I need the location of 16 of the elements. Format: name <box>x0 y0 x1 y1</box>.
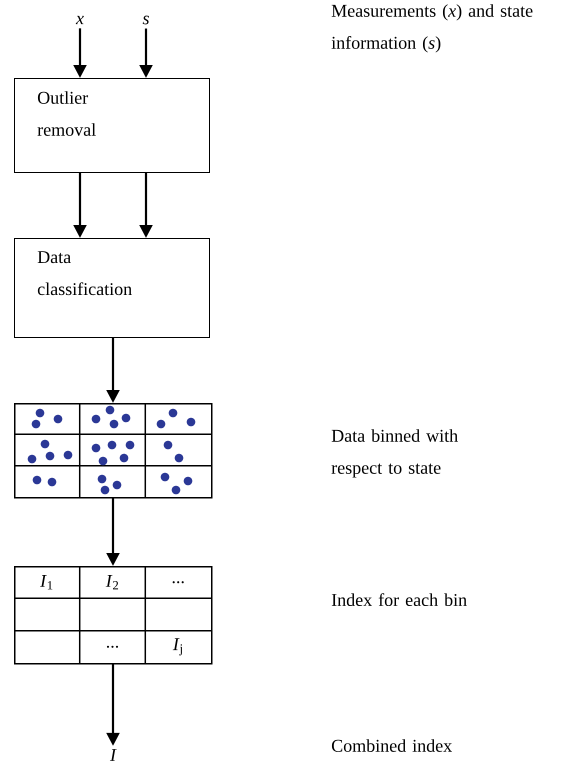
cell-text: ... <box>172 581 184 584</box>
process-box: Data classification <box>14 238 210 338</box>
description-text: Index for each bin <box>332 593 467 606</box>
variable-label: I <box>110 749 117 761</box>
index-table <box>14 566 212 664</box>
variable-label: x <box>76 16 84 24</box>
process-box: Outlier removal <box>14 78 210 173</box>
cell-text: ... <box>106 646 118 648</box>
cell-text: I$_{j}$ <box>172 638 182 656</box>
description-text: Data binned with respect to state <box>332 429 458 478</box>
binned-data-grid <box>14 403 212 498</box>
description-text: Measurements (x) and state information (s) <box>332 4 532 53</box>
variable-label: s <box>142 16 149 24</box>
description-text: Combined index <box>332 739 452 752</box>
cell-text: I$_{1}$ <box>40 575 52 590</box>
cell-text: I$_{2}$ <box>106 575 118 590</box>
